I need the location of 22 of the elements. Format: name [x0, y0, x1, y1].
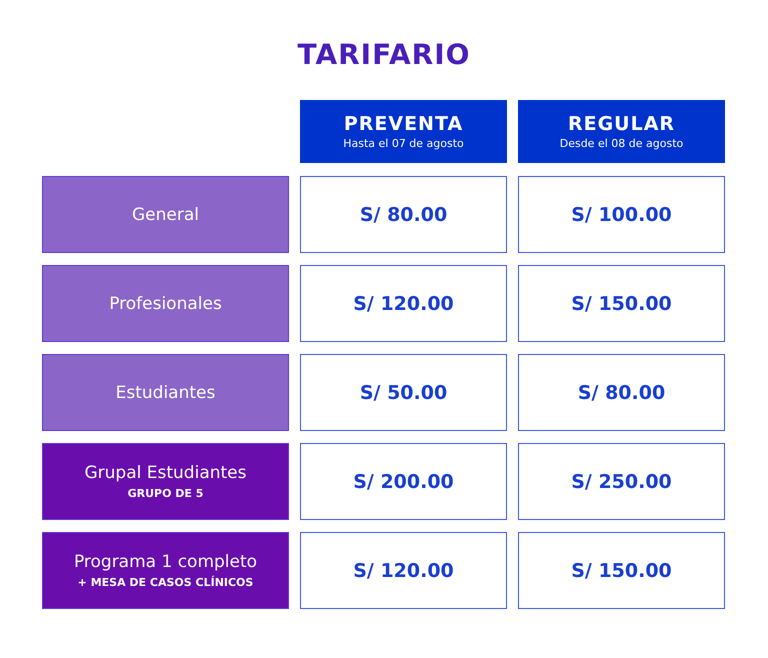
column-title: REGULAR	[568, 113, 676, 135]
price-text: S/ 150.00	[571, 292, 672, 314]
price-text: S/ 150.00	[571, 560, 672, 582]
price-text: S/ 80.00	[578, 382, 666, 404]
table-title: TARIFARIO	[296, 38, 472, 71]
category-label: General	[132, 204, 199, 224]
category-label: Programa 1 completo	[74, 552, 258, 572]
category-label: Grupal Estudiantes	[84, 463, 246, 483]
category-note: + MESA DE CASOS CLÍNICOS	[78, 576, 254, 589]
column-title: PREVENTA	[344, 113, 464, 135]
price-text: S/ 80.00	[360, 204, 448, 226]
price-text: S/ 120.00	[353, 292, 454, 314]
column-subtitle: Desde el 08 de agosto	[560, 137, 684, 150]
category-label: Profesionales	[109, 294, 222, 314]
category-note: GRUPO DE 5	[128, 487, 204, 500]
column-subtitle: Hasta el 07 de agosto	[343, 137, 464, 150]
price-text: S/ 200.00	[353, 470, 454, 492]
price-text: S/ 100.00	[571, 204, 672, 226]
price-text: S/ 50.00	[360, 382, 448, 404]
price-text: S/ 250.00	[571, 470, 672, 492]
category-label: Estudiantes	[116, 382, 216, 402]
price-text: S/ 120.00	[353, 560, 454, 582]
